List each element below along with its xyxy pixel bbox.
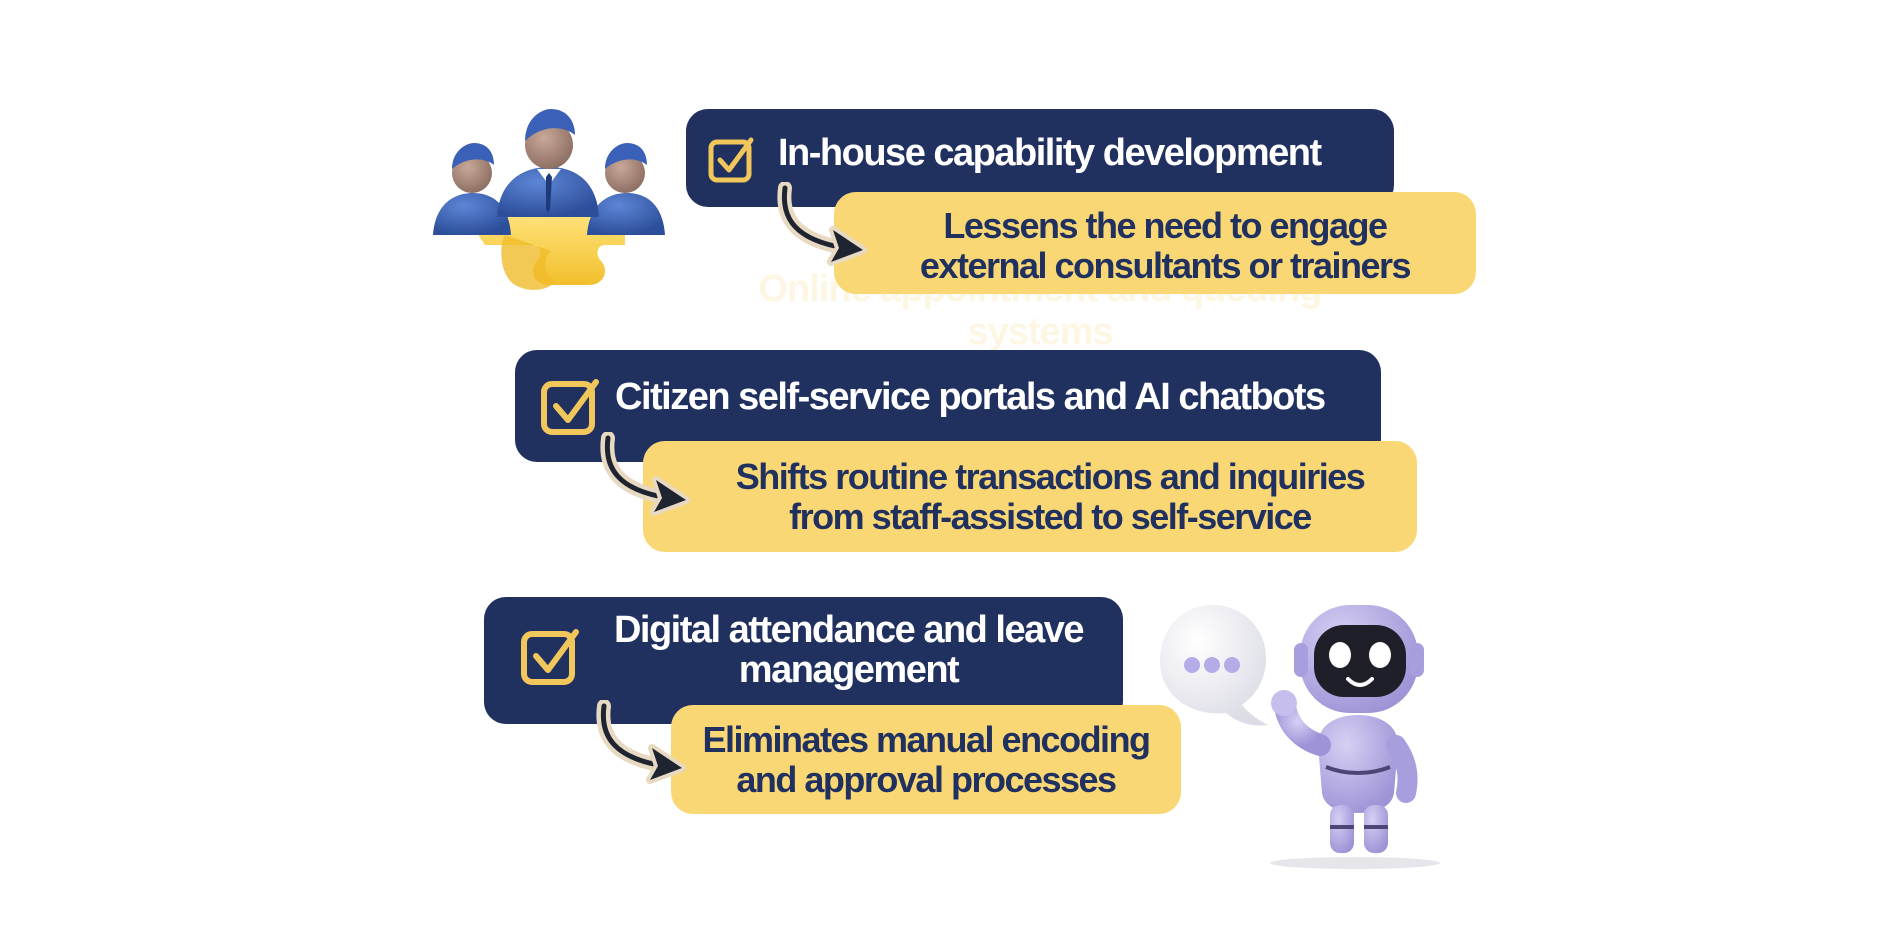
- self-service-benefit-box: Shifts routine transactions and inquirie…: [643, 441, 1417, 552]
- curved-arrow-icon: [596, 700, 686, 784]
- self-service-title: Citizen self-service portals and AI chat…: [615, 376, 1326, 418]
- robot-with-speech-bubble-illustration: [1160, 605, 1440, 869]
- attendance-title-line2: management: [738, 648, 960, 691]
- checkbox-icon: [708, 137, 754, 183]
- attendance-benefit-line2: and approval processes: [736, 758, 1117, 800]
- team-on-puzzle-illustration: [433, 109, 665, 290]
- attendance-benefit-box: Eliminates manual encoding and approval …: [671, 705, 1181, 814]
- attendance-benefit-line1: Eliminates manual encoding: [702, 718, 1151, 760]
- capability-title-box: In-house capability development: [686, 109, 1394, 207]
- capability-title: In-house capability development: [778, 132, 1322, 174]
- checkbox-icon: [541, 379, 599, 435]
- curved-arrow-icon: [777, 182, 867, 266]
- attendance-title-box: Digital attendance and leave management: [484, 597, 1123, 724]
- capability-benefit: Lessens the need to engage external cons…: [919, 205, 1412, 286]
- self-service-benefit-line1: Shifts routine transactions and inquirie…: [735, 455, 1366, 497]
- attendance-title-line1: Digital attendance and leave: [613, 608, 1085, 651]
- capability-benefit-box: Lessens the need to engage external cons…: [834, 192, 1476, 294]
- self-service-benefit-line2: from staff-assisted to self-service: [789, 495, 1312, 537]
- checkbox-icon: [521, 629, 579, 685]
- curved-arrow-icon: [600, 432, 690, 516]
